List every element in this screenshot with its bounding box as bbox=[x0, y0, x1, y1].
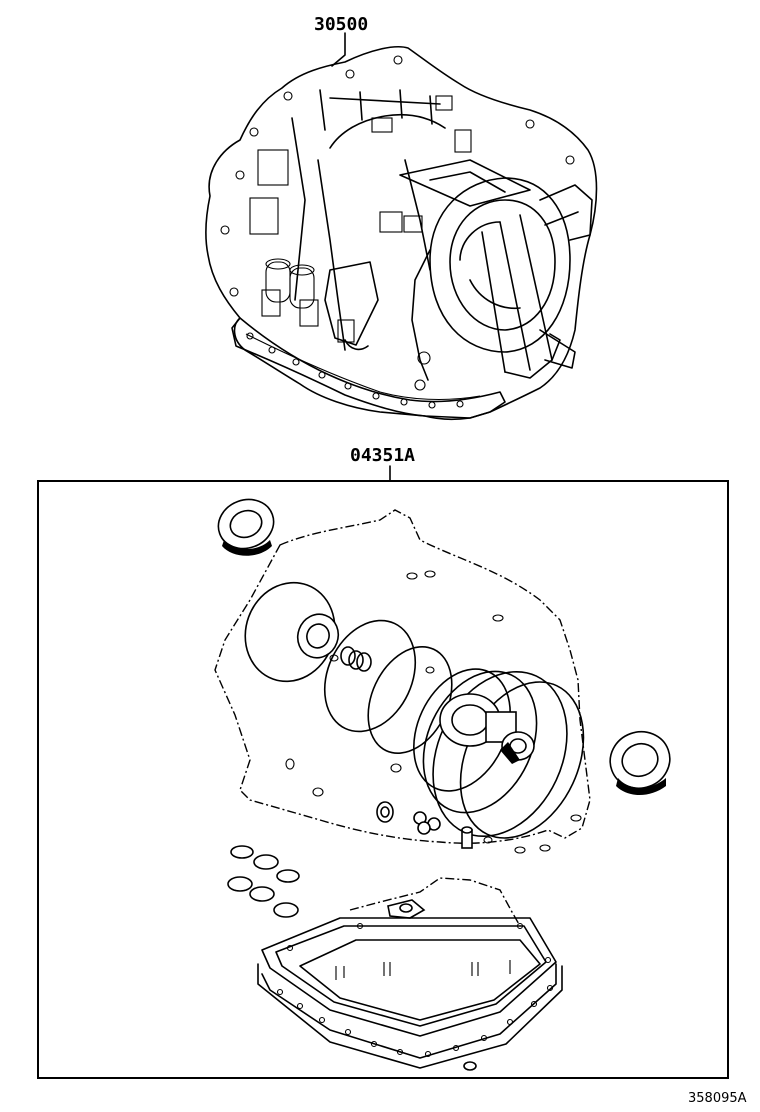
drain-plug bbox=[463, 1061, 477, 1071]
small-seals-and-plugs bbox=[376, 801, 473, 849]
strainer-plate bbox=[387, 899, 426, 919]
valve-body-gasket bbox=[349, 877, 521, 927]
figure-reference: 358095A bbox=[688, 1091, 747, 1106]
housing-bolts bbox=[220, 55, 575, 297]
case-gasket bbox=[214, 509, 591, 844]
oil-pan bbox=[261, 963, 557, 1059]
kit-contents-box bbox=[37, 480, 729, 1079]
solenoid-cylinders bbox=[261, 258, 319, 327]
bearing-sleeve bbox=[439, 693, 535, 764]
pan-bolts bbox=[246, 332, 464, 409]
oil-pan-gasket bbox=[261, 917, 557, 1037]
oil-pan-bolts bbox=[276, 922, 554, 1058]
oil-seal-right bbox=[609, 730, 671, 795]
pump-seal bbox=[296, 613, 340, 659]
transaxle-assembly-illustration bbox=[205, 32, 598, 421]
part-number-04351a: 04351A bbox=[350, 445, 415, 466]
loose-o-rings bbox=[227, 845, 300, 918]
oil-seal-left bbox=[217, 498, 275, 556]
part-number-30500: 30500 bbox=[314, 14, 368, 35]
small-seal-rings bbox=[340, 646, 372, 672]
overhaul-gasket-kit-illustration bbox=[214, 498, 671, 1071]
